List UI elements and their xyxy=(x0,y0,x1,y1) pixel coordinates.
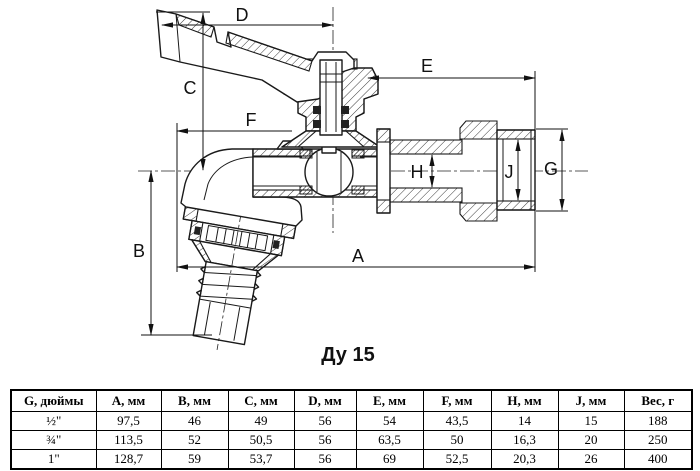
col-header-g: G, дюймы xyxy=(10,389,97,412)
table-cell: 26 xyxy=(557,449,625,470)
table-cell: ½" xyxy=(10,411,97,431)
table-cell: 69 xyxy=(355,449,424,470)
dim-label-c: C xyxy=(184,78,197,98)
table-cell: 52 xyxy=(160,430,229,450)
spout-centerline xyxy=(216,208,243,350)
dim-label-d: D xyxy=(236,5,249,25)
tailpiece-thread-bottom xyxy=(389,187,463,203)
dim-label-e: E xyxy=(421,56,433,76)
dim-label-b: B xyxy=(133,241,145,261)
table-cell: 15 xyxy=(557,411,625,431)
table-header-row: G, дюймы A, мм B, мм C, мм D, мм E, мм F… xyxy=(10,389,693,412)
col-header-e: E, мм xyxy=(355,389,424,412)
table-cell: 56 xyxy=(293,411,357,431)
table-cell: 59 xyxy=(160,449,229,470)
table-cell: 50 xyxy=(422,430,492,450)
table-cell: 97,5 xyxy=(95,411,162,431)
outlet-spout xyxy=(182,203,297,350)
hex-ring xyxy=(459,202,498,222)
dim-label-j: J xyxy=(505,162,514,182)
hex-ring xyxy=(459,120,498,140)
table-cell: 1" xyxy=(10,449,97,470)
seal-left xyxy=(193,226,202,236)
table-row: ¾" 113,5 52 50,5 56 63,5 50 16,3 20 250 xyxy=(10,430,693,450)
table-cell: 54 xyxy=(355,411,424,431)
seat-ring xyxy=(351,149,365,159)
col-header-b: B, мм xyxy=(160,389,229,412)
table-cell: 20 xyxy=(557,430,625,450)
table-cell: 50,5 xyxy=(227,430,295,450)
drawing-caption: Ду 15 xyxy=(321,344,374,366)
col-header-f: F, мм xyxy=(422,389,492,412)
dim-label-h: H xyxy=(411,162,424,182)
table-cell: 56 xyxy=(293,449,357,470)
table-cell: ¾" xyxy=(10,430,97,450)
dim-label-f: F xyxy=(246,110,257,130)
tailpiece-thread-top xyxy=(389,139,463,155)
dim-label-g: G xyxy=(544,159,558,179)
dim-label-a: A xyxy=(352,246,364,266)
valve-drawing-svg: D C E F H J G B A Ду 15 xyxy=(133,5,588,366)
table-cell: 63,5 xyxy=(355,430,424,450)
table-cell: 46 xyxy=(160,411,229,431)
table-cell: 16,3 xyxy=(490,430,559,450)
table-cell: 188 xyxy=(623,411,693,431)
table-cell: 20,3 xyxy=(490,449,559,470)
seat-ring xyxy=(351,185,365,195)
seat-ring xyxy=(299,185,313,195)
spec-table: G, дюймы A, мм B, мм C, мм D, мм E, мм F… xyxy=(10,389,693,470)
col-header-h: H, мм xyxy=(490,389,559,412)
table-cell: 400 xyxy=(623,449,693,470)
col-header-j: J, мм xyxy=(557,389,625,412)
valve-drawing: D C E F H J G B A Ду 15 xyxy=(133,5,588,366)
table-row: ½" 97,5 46 49 56 54 43,5 14 15 188 xyxy=(10,411,693,431)
table-cell: 43,5 xyxy=(422,411,492,431)
table-cell: 113,5 xyxy=(95,430,162,450)
col-header-a: A, мм xyxy=(95,389,162,412)
table-cell: 52,5 xyxy=(422,449,492,470)
seal-right xyxy=(272,240,280,250)
table-cell: 14 xyxy=(490,411,559,431)
table-cell: 53,7 xyxy=(227,449,295,470)
table-cell: 128,7 xyxy=(95,449,162,470)
col-header-weight: Вес, г xyxy=(623,389,693,412)
seat-ring xyxy=(299,149,313,159)
col-header-c: C, мм xyxy=(227,389,295,412)
table-row: 1" 128,7 59 53,7 56 69 52,5 20,3 26 400 xyxy=(10,449,693,470)
table-cell: 56 xyxy=(293,430,357,450)
table-cell: 250 xyxy=(623,430,693,450)
table-cell: 49 xyxy=(227,411,295,431)
stem xyxy=(319,59,343,136)
col-header-d: D, мм xyxy=(293,389,357,412)
